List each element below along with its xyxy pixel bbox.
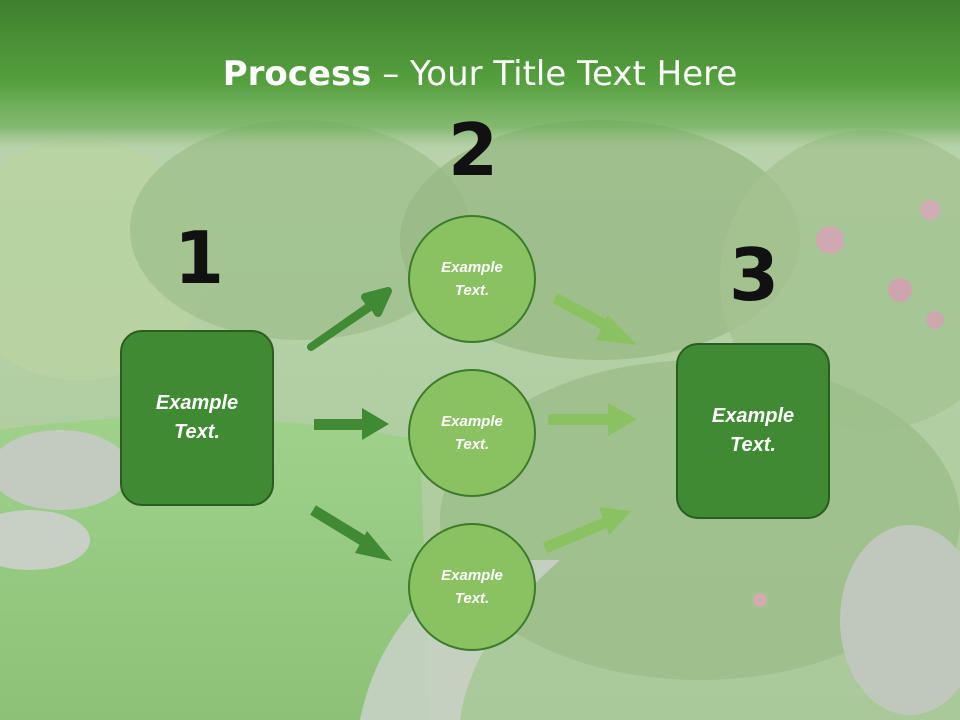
right-arrow-icon bbox=[307, 287, 392, 351]
step-number-1: 1 bbox=[173, 216, 225, 300]
step-number-3: 3 bbox=[728, 233, 780, 317]
step-3-box: Example Text. bbox=[676, 343, 830, 519]
step-3-text: Example Text. bbox=[711, 405, 795, 456]
step-2-circle-1-text: Example Text. bbox=[441, 259, 503, 299]
step-2-circle-2-text: Example Text. bbox=[441, 413, 503, 453]
right-arrow-icon bbox=[548, 403, 637, 436]
right-arrow-icon bbox=[552, 293, 637, 345]
step-2-circle-1: Example Text. bbox=[408, 215, 536, 343]
step-2-circle-2: Example Text. bbox=[408, 369, 536, 497]
right-arrow-icon bbox=[542, 507, 631, 554]
step-1-box: Example Text. bbox=[120, 330, 274, 506]
step-1-text: Example Text. bbox=[155, 392, 239, 443]
step-2-circle-3: Example Text. bbox=[408, 523, 536, 651]
step-number-2: 2 bbox=[447, 108, 499, 192]
slide-title: Process – Your Title Text Here bbox=[0, 52, 960, 96]
title-bold: Process bbox=[222, 54, 372, 94]
step-2-circle-3-text: Example Text. bbox=[441, 567, 503, 607]
right-arrow-icon bbox=[310, 505, 392, 561]
title-rest: – Your Title Text Here bbox=[371, 54, 738, 94]
right-arrow-icon bbox=[314, 408, 389, 440]
